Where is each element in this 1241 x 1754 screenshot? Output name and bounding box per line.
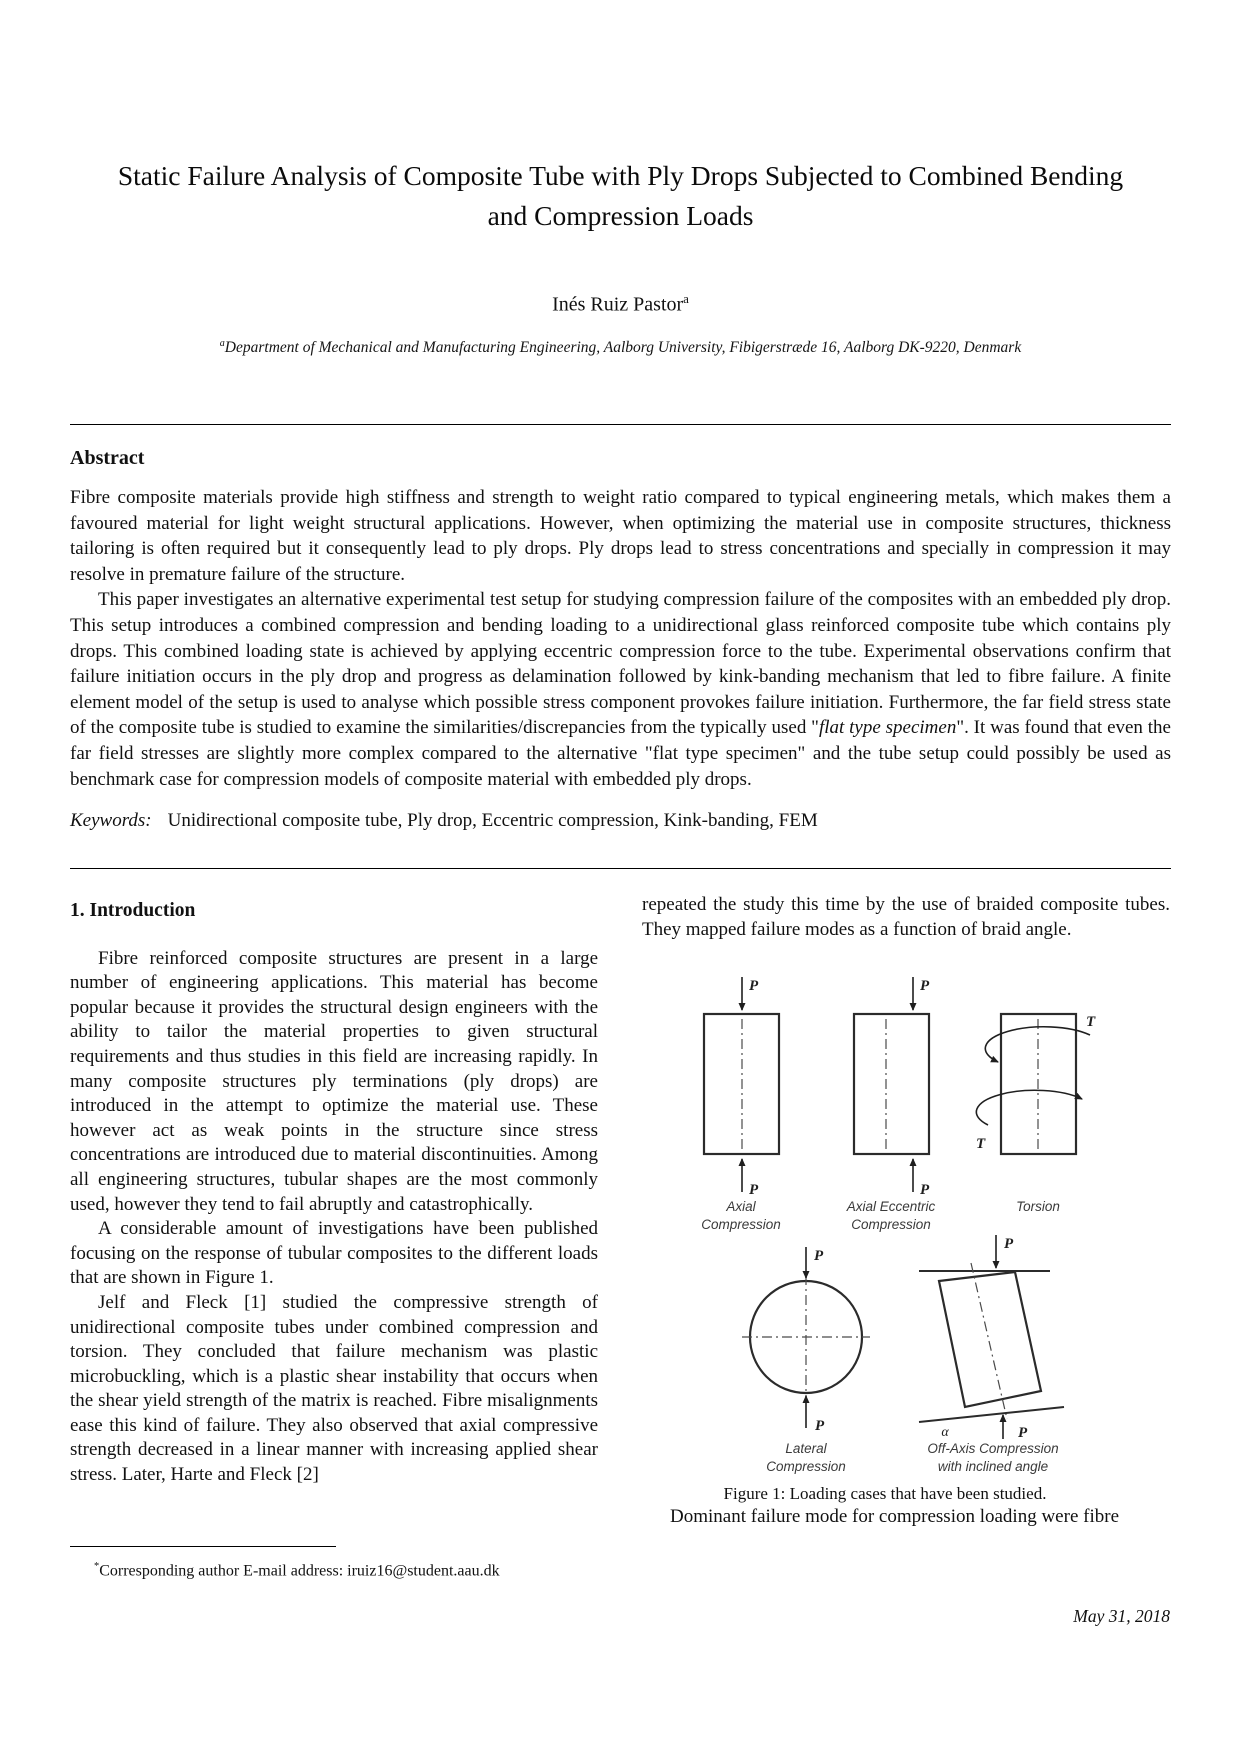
torque-label-t: T: [976, 1136, 986, 1152]
flat-type-specimen-emphasis: flat type specimen: [818, 717, 957, 739]
intro-paragraph-3: Jelf and Fleck [1] studied the compressi…: [70, 1291, 598, 1486]
force-label-p: P: [1004, 1236, 1014, 1252]
footnote-marker: *: [94, 1561, 100, 1572]
affiliation-line: aDepartment of Mechanical and Manufactur…: [0, 338, 1241, 357]
force-label-p: P: [749, 978, 759, 994]
dominant-failure-paragraph: Dominant failure mode for compression lo…: [670, 1505, 1119, 1527]
affiliation-mark: a: [219, 338, 225, 349]
axial-eccentric-label-2: Compression: [851, 1217, 931, 1232]
torsion-diagram: T T Torsion: [975, 1013, 1096, 1214]
torsion-label: Torsion: [1016, 1199, 1060, 1214]
force-label-p: P: [815, 1418, 825, 1434]
abstract-paragraph-2-text: This paper investigates an alternative e…: [70, 589, 1171, 739]
intro-paragraph-1: Fibre reinforced composite structures ar…: [70, 947, 598, 1215]
affiliation-text: Department of Mechanical and Manufacturi…: [224, 339, 1022, 357]
abstract-paragraph-1: Fibre composite materials provide high s…: [70, 487, 1171, 585]
keywords-line: Keywords: Unidirectional composite tube, …: [70, 810, 1171, 832]
inclined-centerline: [970, 1263, 1008, 1420]
date-line: May 31, 2018: [1073, 1606, 1170, 1626]
left-column: 1. Introduction Fibre reinforced composi…: [70, 893, 598, 1529]
right-column: repeated the study this time by the use …: [642, 893, 1170, 1529]
force-label-p: P: [920, 1182, 930, 1198]
axial-compression-label: Axial: [725, 1199, 756, 1214]
force-label-p: P: [814, 1248, 824, 1264]
axial-eccentric-compression-diagram: P P Axial Eccentric Compression: [846, 977, 936, 1232]
off-axis-label-2: with inclined angle: [938, 1459, 1048, 1474]
angle-label-alpha: α: [941, 1425, 949, 1440]
keywords-label: Keywords:: [70, 810, 152, 832]
figure-1-caption: Figure 1: Loading cases that have been s…: [723, 1483, 1047, 1503]
axial-compression-label-2: Compression: [701, 1217, 781, 1232]
author-affiliation-mark: a: [683, 291, 689, 306]
figure-1: P P Axial Compression P P Axial Eccentri…: [636, 963, 1106, 1505]
off-axis-compression-diagram: P P α Off-Axis Compression with inclined…: [918, 1235, 1065, 1474]
bottom-inclined-line: [918, 1406, 1065, 1424]
keywords-text: Unidirectional composite tube, Ply drop,…: [167, 810, 818, 832]
abstract-heading: Abstract: [70, 447, 145, 469]
introduction-heading: 1. Introduction: [70, 900, 196, 921]
abstract-paragraph-2: This paper investigates an alternative e…: [70, 587, 1171, 792]
inclined-tube-outline: [937, 1270, 1043, 1409]
divider-rule-bottom: [70, 868, 1171, 869]
force-label-p: P: [1018, 1425, 1028, 1441]
abstract-section: Abstract Fibre composite materials provi…: [70, 447, 1171, 832]
lateral-compression-label-2: Compression: [766, 1459, 846, 1474]
author-line: Inés Ruiz Pastora: [0, 291, 1241, 317]
axial-eccentric-label: Axial Eccentric: [846, 1199, 936, 1214]
divider-rule-top: [70, 424, 1171, 425]
force-label-p: P: [749, 1182, 759, 1198]
tube-outline: [702, 1013, 781, 1156]
force-label-p: P: [920, 978, 930, 994]
paper-title: Static Failure Analysis of Composite Tub…: [117, 160, 1124, 231]
continuation-paragraph: repeated the study this time by the use …: [642, 894, 1170, 940]
corresponding-author-footnote: *Corresponding author E-mail address: ir…: [70, 1546, 610, 1581]
footnote-text: *Corresponding author E-mail address: ir…: [70, 1556, 610, 1581]
author-name: Inés Ruiz Pastor: [552, 293, 684, 316]
figure-1-image: P P Axial Compression P P Axial Eccentri…: [701, 977, 1096, 1474]
tube-outline: [999, 1013, 1078, 1156]
footnote-body: Corresponding author E-mail address: iru…: [99, 1562, 500, 1580]
lateral-compression-label: Lateral: [785, 1441, 827, 1456]
footnote-rule: [70, 1546, 336, 1547]
two-column-body: 1. Introduction Fibre reinforced composi…: [70, 893, 1171, 1529]
torque-label-t: T: [1086, 1014, 1096, 1030]
torque-arrow-bottom: [975, 1089, 1083, 1126]
torque-arrow-top: [984, 1026, 1091, 1063]
abstract-paragraph-2-text-end: ". It was found that even the far field …: [70, 717, 1171, 790]
lateral-compression-diagram: P P Lateral Compression: [742, 1247, 870, 1474]
axial-compression-diagram: P P Axial Compression: [701, 977, 781, 1232]
off-axis-label: Off-Axis Compression: [927, 1441, 1058, 1456]
tube-outline: [852, 1013, 931, 1156]
intro-paragraph-2: A considerable amount of investigations …: [70, 1218, 598, 1289]
